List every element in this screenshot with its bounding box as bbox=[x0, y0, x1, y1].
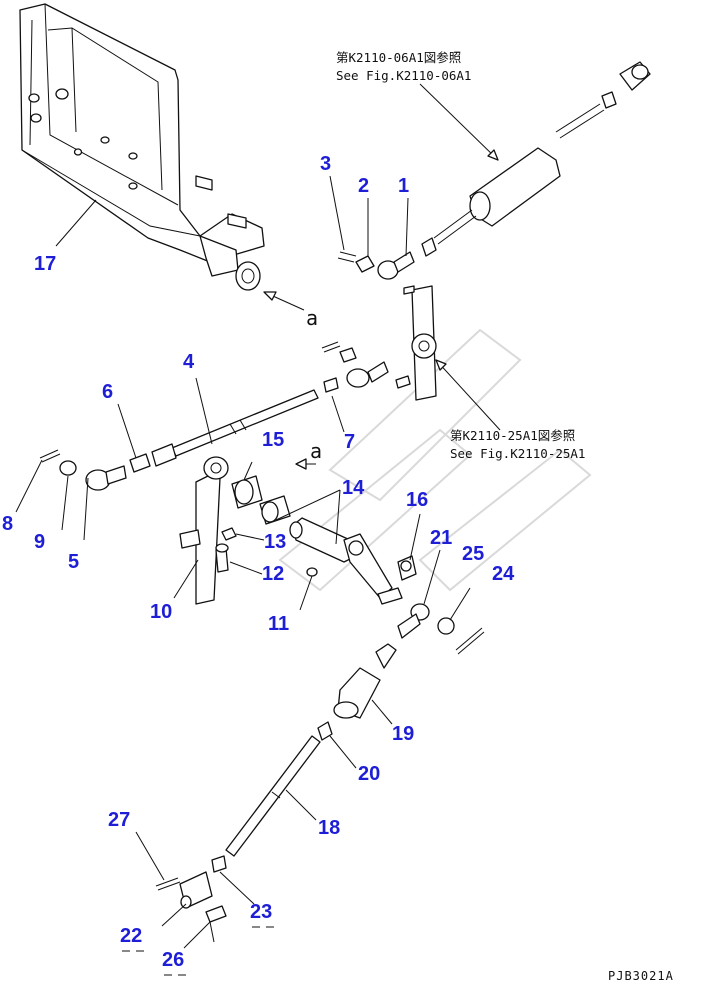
callout-24: 24 bbox=[492, 563, 515, 585]
reference-notes: 第K2110-06A1図参照 See Fig.K2110-06A1 第K2110… bbox=[336, 50, 585, 461]
upper-link-parts bbox=[321, 251, 437, 401]
callout-5: 5 bbox=[68, 551, 79, 573]
shaft-lever-group bbox=[289, 517, 485, 655]
lower-cylinder-assembly bbox=[155, 643, 397, 943]
view-mark-a-middle: a bbox=[310, 439, 322, 463]
callout-10: 10 bbox=[150, 601, 172, 623]
callout-leaders bbox=[15, 175, 471, 949]
callout-14: 14 bbox=[342, 477, 365, 499]
callout-numbers: 1 2 3 4 5 6 7 8 9 10 11 12 13 14 15 16 1… bbox=[2, 153, 515, 971]
callout-16: 16 bbox=[406, 489, 428, 511]
view-mark-a-top: a bbox=[306, 306, 318, 330]
reference-k2110-25a1-jp: 第K2110-25A1図参照 bbox=[450, 428, 575, 443]
callout-21: 21 bbox=[430, 527, 452, 549]
callout-19: 19 bbox=[392, 723, 414, 745]
callout-12: 12 bbox=[262, 563, 284, 585]
callout-4: 4 bbox=[183, 351, 195, 373]
callout-7: 7 bbox=[344, 431, 355, 453]
callout-17: 17 bbox=[34, 253, 56, 275]
callout-underlines bbox=[122, 926, 274, 976]
callout-22: 22 bbox=[120, 925, 142, 947]
callout-9: 9 bbox=[34, 531, 45, 553]
callout-27: 27 bbox=[108, 809, 130, 831]
reference-k2110-06a1-en: See Fig.K2110-06A1 bbox=[336, 68, 471, 83]
callout-20: 20 bbox=[358, 763, 380, 785]
callout-8: 8 bbox=[2, 513, 13, 535]
upper-cylinder-assembly bbox=[421, 61, 651, 257]
callout-25: 25 bbox=[462, 543, 484, 565]
callout-18: 18 bbox=[318, 817, 340, 839]
callout-13: 13 bbox=[264, 531, 286, 553]
drawing-code: PJB3021A bbox=[608, 969, 674, 983]
bracket-part-17 bbox=[19, 3, 265, 291]
reference-k2110-06a1-jp: 第K2110-06A1図参照 bbox=[336, 50, 461, 65]
reference-k2110-25a1-en: See Fig.K2110-25A1 bbox=[450, 446, 585, 461]
rod-part-4 bbox=[39, 389, 319, 491]
callout-2: 2 bbox=[358, 175, 369, 197]
view-marks: a a bbox=[263, 291, 322, 470]
callout-15: 15 bbox=[262, 429, 284, 451]
callout-3: 3 bbox=[320, 153, 331, 175]
callout-1: 1 bbox=[398, 175, 409, 197]
callout-11: 11 bbox=[268, 613, 289, 635]
callout-6: 6 bbox=[102, 381, 113, 403]
callout-26: 26 bbox=[162, 949, 184, 971]
callout-23: 23 bbox=[250, 901, 272, 923]
